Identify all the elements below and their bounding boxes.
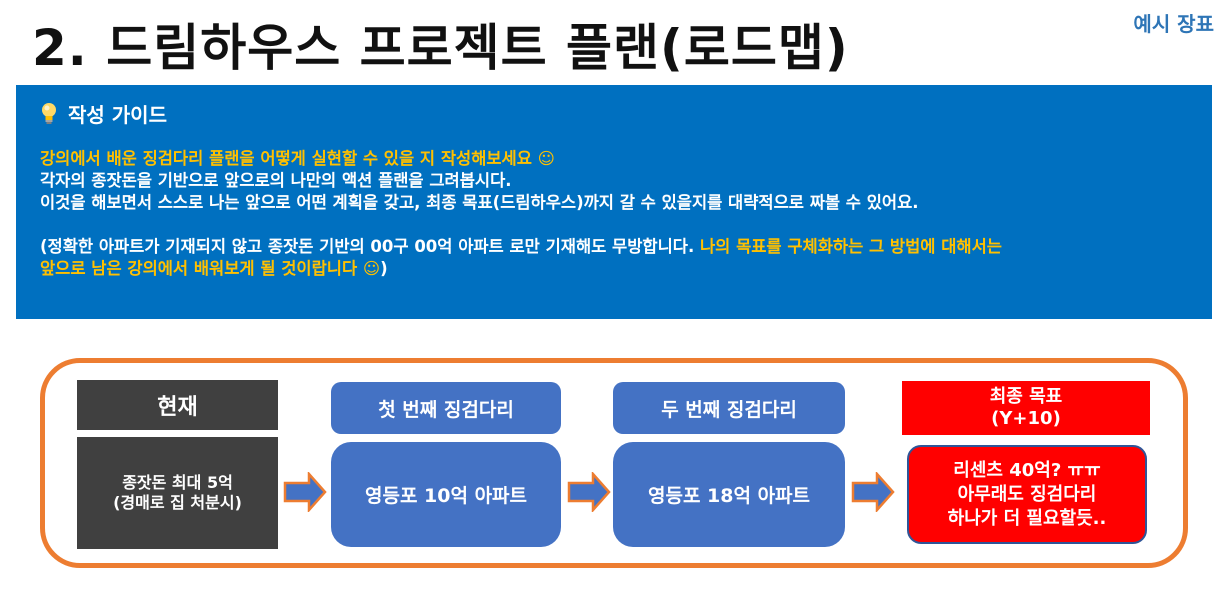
goal-box: 리센츠 40억? ㅠㅠ 아무래도 징검다리 하나가 더 필요할듯.. bbox=[907, 445, 1147, 544]
guide-line-4-white: (정확한 아파트가 기재되지 않고 종잣돈 기반의 00구 00억 아파트 로만… bbox=[40, 237, 700, 256]
current-line-1: 종잣돈 최대 5억 bbox=[122, 473, 233, 492]
guide-line-5-white: ) bbox=[380, 259, 388, 278]
example-tag: 예시 장표 bbox=[1133, 12, 1214, 36]
goal-line-1: 리센츠 40억? ㅠㅠ bbox=[953, 459, 1101, 481]
writing-guide-panel: 작성 가이드 강의에서 배운 징검다리 플랜을 어떻게 실현할 수 있을 지 작… bbox=[16, 85, 1212, 319]
goal-header-line-2: (Y+10) bbox=[991, 408, 1061, 429]
guide-line-5-yellow: 앞으로 남은 강의에서 배워보게 될 것이랍니다 ☺ bbox=[40, 259, 381, 278]
guide-heading: 작성 가이드 bbox=[68, 103, 167, 127]
current-line-2: (경매로 집 처분시) bbox=[113, 493, 242, 512]
page-title: 2. 드림하우스 프로젝트 플랜(로드맵) bbox=[32, 19, 849, 77]
guide-line-4-yellow: 나의 목표를 구체화하는 그 방법에 대해서는 bbox=[699, 237, 1002, 256]
lightbulb-icon bbox=[42, 102, 56, 124]
guide-line-5: 앞으로 남은 강의에서 배워보게 될 것이랍니다 ☺) bbox=[40, 258, 1192, 280]
current-box: 종잣돈 최대 5억 (경매로 집 처분시) bbox=[77, 437, 278, 549]
guide-line-3: 이것을 해보면서 스스로 나는 앞으로 어떤 계획을 갖고, 최종 목표(드림하… bbox=[40, 193, 919, 212]
guide-line-4: (정확한 아파트가 기재되지 않고 종잣돈 기반의 00구 00억 아파트 로만… bbox=[40, 236, 1192, 258]
goal-line-2: 아무래도 징검다리 bbox=[957, 483, 1097, 505]
goal-header: 최종 목표 (Y+10) bbox=[902, 381, 1150, 435]
guide-line-1: 강의에서 배운 징검다리 플랜을 어떻게 실현할 수 있을 지 작성해보세요 ☺ bbox=[40, 149, 555, 168]
step2-box: 영등포 18억 아파트 bbox=[613, 442, 845, 547]
goal-header-line-1: 최종 목표 bbox=[989, 386, 1063, 407]
step1-header: 첫 번째 징검다리 bbox=[331, 382, 561, 434]
roadmap-frame bbox=[40, 358, 1188, 568]
right-arrow-icon bbox=[283, 472, 327, 512]
guide-line-2: 각자의 종잣돈을 기반으로 앞으로의 나만의 액션 플랜을 그려봅시다. bbox=[40, 171, 512, 190]
step2-header: 두 번째 징검다리 bbox=[613, 382, 845, 434]
right-arrow-icon bbox=[851, 472, 895, 512]
right-arrow-icon bbox=[567, 472, 611, 512]
goal-line-3: 하나가 더 필요할듯.. bbox=[947, 507, 1107, 529]
step1-box: 영등포 10억 아파트 bbox=[331, 442, 561, 547]
current-header: 현재 bbox=[77, 380, 278, 430]
guide-heading-row: 작성 가이드 bbox=[40, 99, 1192, 128]
